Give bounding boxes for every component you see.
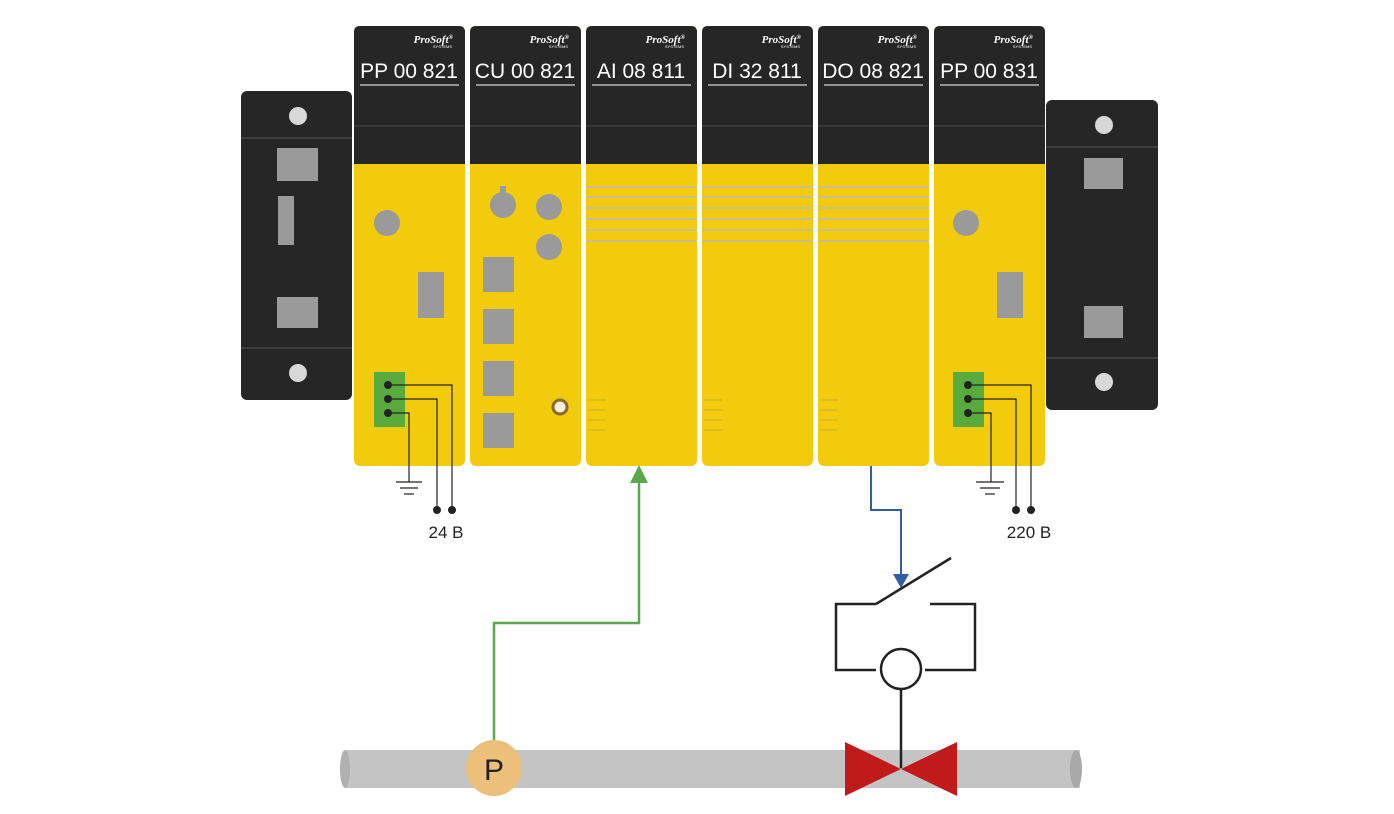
brand-sub: SYSTEMS [897, 44, 916, 49]
process-pipe [340, 750, 1082, 788]
valve-icon [845, 742, 957, 796]
module-label: PP 00 821 [360, 60, 458, 83]
valve-actuator [834, 556, 977, 768]
brand-logo: ProSoft® [530, 34, 570, 46]
left-power-wiring [392, 384, 453, 509]
pressure-sensor: P [466, 740, 522, 796]
module-label: DI 32 811 [712, 60, 802, 83]
brand-logo: ProSoft® [414, 34, 454, 46]
right-power-wiring [972, 384, 1032, 509]
module-ai-08-811: ProSoft® SYSTEMS AI 08 811 [586, 26, 697, 466]
module-label: AI 08 811 [597, 60, 685, 83]
brand-sub: SYSTEMS [1013, 44, 1032, 49]
status-led-icon [551, 398, 569, 416]
module-pp-00-821: ProSoft® SYSTEMS PP 00 821 [354, 26, 465, 466]
brand-sub: SYSTEMS [665, 44, 684, 49]
brand-logo: ProSoft® [762, 34, 802, 46]
brand-sub: SYSTEMS [433, 44, 452, 49]
module-pp-00-831: ProSoft® SYSTEMS PP 00 831 [934, 26, 1045, 466]
brand-logo: ProSoft® [994, 34, 1034, 46]
left-end-cap [241, 91, 352, 400]
analog-signal-line [492, 465, 648, 742]
digital-control-line [870, 466, 909, 588]
voltage-label-24v: 24 В [429, 523, 464, 542]
module-label: CU 00 821 [475, 60, 575, 83]
module-label: DO 08 821 [822, 60, 924, 83]
brand-sub: SYSTEMS [781, 44, 800, 49]
module-label: PP 00 831 [940, 60, 1038, 83]
arrow-down-icon [893, 574, 909, 588]
sensor-letter: P [484, 754, 504, 787]
right-end-cap [1046, 100, 1158, 410]
brand-sub: SYSTEMS [549, 44, 568, 49]
module-cu-00-821: ProSoft® SYSTEMS CU 00 821 [470, 26, 581, 466]
module-do-08-821: ProSoft® SYSTEMS DO 08 821 [818, 26, 929, 466]
module-di-32-811: ProSoft® SYSTEMS DI 32 811 [702, 26, 813, 466]
brand-logo: ProSoft® [878, 34, 918, 46]
brand-logo: ProSoft® [646, 34, 686, 46]
voltage-label-220v: 220 В [1007, 523, 1051, 542]
switch-contact-icon [875, 556, 952, 606]
arrow-up-icon [630, 465, 648, 483]
